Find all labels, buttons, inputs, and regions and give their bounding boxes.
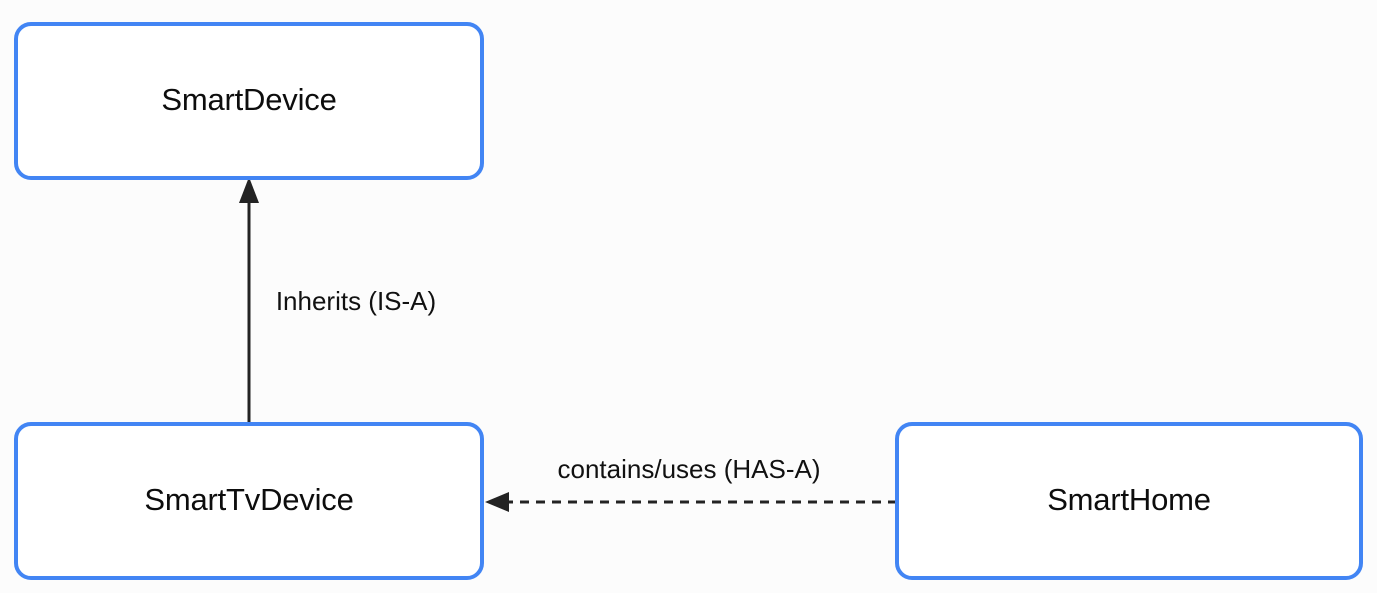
smart-tv-device-box [14,422,484,580]
smart-tv-device-label: SmartTvDevice [144,482,353,517]
smart-home-label: SmartHome [1047,482,1211,517]
smart-home-box [895,422,1363,580]
inherits-arrowhead-icon [239,177,259,203]
inherits-edge-label: Inherits (IS-A) [276,286,436,316]
smart-device-label: SmartDevice [161,82,336,117]
node-smart-tv-device[interactable]: SmartTvDevice [14,422,484,580]
node-smart-device[interactable]: SmartDevice [14,22,484,180]
node-smart-home[interactable]: SmartHome [895,422,1363,580]
smart-device-box [14,22,484,180]
contains-edge-label: contains/uses (HAS-A) [558,454,821,484]
edge-inherits-is-a[interactable]: Inherits (IS-A) [239,177,436,424]
edge-contains-uses-has-a[interactable]: contains/uses (HAS-A) [485,454,897,512]
contains-arrowhead-icon [485,492,509,512]
